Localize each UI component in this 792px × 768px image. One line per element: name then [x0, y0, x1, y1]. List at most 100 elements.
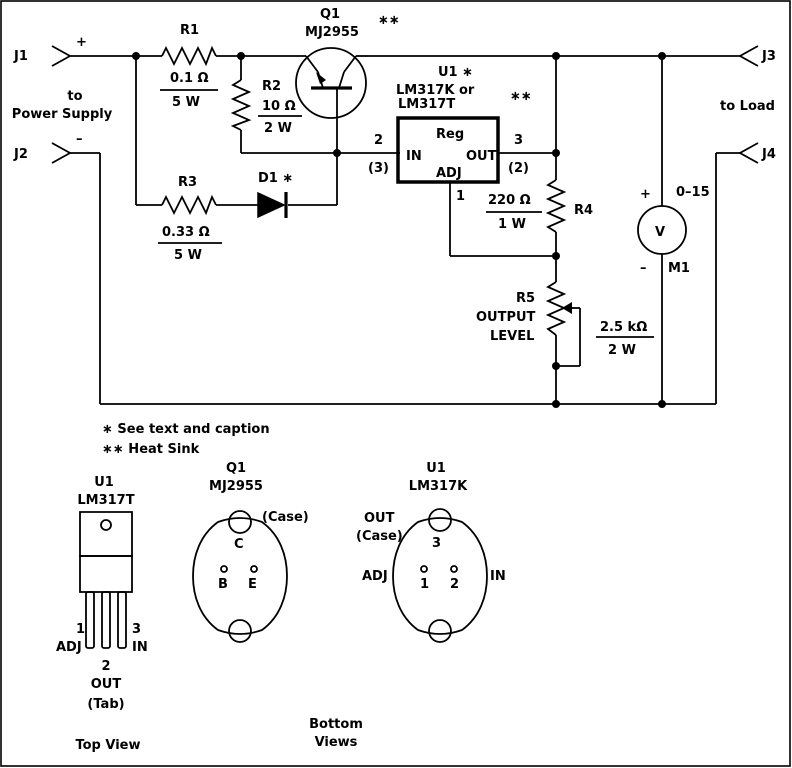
svg-text:ADJ: ADJ: [362, 569, 388, 584]
to3-pinout: U1 LM317K 3 1 2 OUT (Case) ADJ IN: [356, 461, 506, 643]
svg-text:J3: J3: [761, 49, 776, 64]
svg-text:B: B: [218, 577, 228, 592]
svg-text:2: 2: [374, 133, 383, 148]
svg-text:R4: R4: [574, 203, 593, 218]
svg-text:2.5 kΩ: 2.5 kΩ: [600, 320, 647, 335]
svg-text:2: 2: [450, 577, 459, 592]
svg-text:LM317K or: LM317K or: [396, 83, 475, 98]
svg-text:to: to: [67, 89, 82, 104]
connector-j1: J1 +: [13, 35, 87, 67]
svg-text:M1: M1: [668, 261, 690, 276]
svg-text:Bottom: Bottom: [309, 717, 363, 732]
svg-text:∗∗ Heat Sink: ∗∗ Heat Sink: [102, 442, 200, 457]
svg-text:R1: R1: [180, 23, 199, 38]
svg-text:MJ2955: MJ2955: [305, 25, 359, 40]
svg-text:OUT: OUT: [364, 511, 395, 526]
q1-pinout: Q1 MJ2955 C B E (Case): [192, 461, 309, 643]
svg-text:C: C: [234, 537, 244, 552]
svg-text:LM317K: LM317K: [409, 479, 468, 494]
svg-text:Q1: Q1: [320, 7, 340, 22]
notes: ∗ See text and caption ∗∗ Heat Sink: [102, 422, 270, 457]
svg-text:0–15: 0–15: [676, 185, 710, 200]
bottom-views-label: Bottom Views: [309, 717, 363, 750]
svg-text:U1 ∗: U1 ∗: [438, 65, 473, 80]
svg-text:5 W: 5 W: [174, 248, 202, 263]
voltmeter-m1: V + – 0–15 M1: [637, 185, 710, 276]
svg-text:∗ See text and caption: ∗ See text and caption: [102, 422, 270, 437]
resistor-r3: R3 0.33 Ω 5 W: [158, 175, 222, 263]
svg-text:R3: R3: [178, 175, 197, 190]
svg-text:LEVEL: LEVEL: [490, 329, 534, 344]
to220-pinout: U1 LM317T 1 ADJ 3 IN 2 OUT (Tab) Top Vie…: [56, 475, 148, 753]
svg-text:3: 3: [132, 622, 141, 637]
power-supply-label: to Power Supply: [12, 89, 113, 122]
diode-d1: D1 ∗: [257, 171, 293, 219]
svg-text:J2: J2: [13, 147, 28, 162]
potentiometer-r5: R5 OUTPUT LEVEL 2.5 kΩ 2 W: [476, 281, 654, 358]
svg-text:IN: IN: [132, 640, 148, 655]
to-load-label: to Load: [720, 99, 775, 114]
svg-text:1: 1: [456, 189, 465, 204]
svg-text:3: 3: [432, 536, 441, 551]
svg-text:2: 2: [101, 659, 110, 674]
connector-j2: J2 –: [13, 132, 83, 164]
svg-text:2 W: 2 W: [264, 121, 292, 136]
svg-text:U1: U1: [94, 475, 114, 490]
svg-text:1: 1: [76, 622, 85, 637]
svg-text:Top View: Top View: [75, 738, 140, 753]
svg-text:∗∗: ∗∗: [378, 13, 400, 28]
svg-text:0.1 Ω: 0.1 Ω: [170, 71, 209, 86]
svg-text:OUTPUT: OUTPUT: [476, 310, 536, 325]
svg-text:E: E: [248, 577, 257, 592]
svg-text:OUT: OUT: [91, 677, 122, 692]
svg-text:3: 3: [514, 133, 523, 148]
svg-text:2 W: 2 W: [608, 343, 636, 358]
junction-dots: [132, 52, 666, 408]
svg-text:(Tab): (Tab): [87, 697, 124, 712]
svg-text:–: –: [640, 261, 647, 276]
svg-text:Power Supply: Power Supply: [12, 107, 113, 122]
svg-text:J4: J4: [761, 147, 776, 162]
svg-text:1 W: 1 W: [498, 217, 526, 232]
resistor-r1: R1 0.1 Ω 5 W: [160, 23, 218, 110]
svg-text:(2): (2): [508, 161, 529, 176]
transistor-q1: Q1 MJ2955 ∗∗: [295, 7, 400, 119]
svg-text:R5: R5: [516, 291, 535, 306]
svg-text:(3): (3): [368, 161, 389, 176]
resistor-r2: R2 10 Ω 2 W: [230, 79, 302, 136]
svg-text:IN: IN: [490, 569, 506, 584]
svg-text:0.33 Ω: 0.33 Ω: [162, 225, 210, 240]
resistor-r4: R4 220 Ω 1 W: [486, 179, 593, 233]
svg-text:MJ2955: MJ2955: [209, 479, 263, 494]
svg-text:OUT: OUT: [466, 149, 497, 164]
svg-text:(Case): (Case): [356, 529, 403, 544]
svg-text:J1: J1: [13, 49, 28, 64]
svg-text:(Case): (Case): [262, 510, 309, 525]
svg-text:Q1: Q1: [226, 461, 246, 476]
svg-text:∗∗: ∗∗: [510, 89, 532, 104]
svg-text:LM317T: LM317T: [77, 493, 134, 508]
svg-text:+: +: [640, 187, 651, 202]
svg-text:LM317T: LM317T: [398, 97, 455, 112]
svg-text:ADJ: ADJ: [436, 166, 462, 181]
svg-text:220 Ω: 220 Ω: [488, 193, 531, 208]
svg-text:+: +: [76, 35, 87, 50]
connector-j3: J3: [738, 45, 776, 67]
svg-text:5 W: 5 W: [172, 95, 200, 110]
svg-text:D1 ∗: D1 ∗: [258, 171, 293, 186]
svg-text:1: 1: [420, 577, 429, 592]
connector-j4: J4: [738, 142, 776, 164]
svg-text:R2: R2: [262, 79, 281, 94]
regulator-u1: U1 ∗ LM317K or LM317T ∗∗ Reg IN OUT ADJ …: [368, 65, 532, 204]
svg-text:–: –: [76, 132, 83, 147]
svg-text:V: V: [655, 225, 665, 240]
svg-text:Reg: Reg: [436, 127, 464, 142]
svg-text:10 Ω: 10 Ω: [262, 99, 296, 114]
svg-text:U1: U1: [426, 461, 446, 476]
svg-text:ADJ: ADJ: [56, 640, 82, 655]
svg-text:Views: Views: [315, 735, 358, 750]
svg-text:IN: IN: [406, 149, 422, 164]
